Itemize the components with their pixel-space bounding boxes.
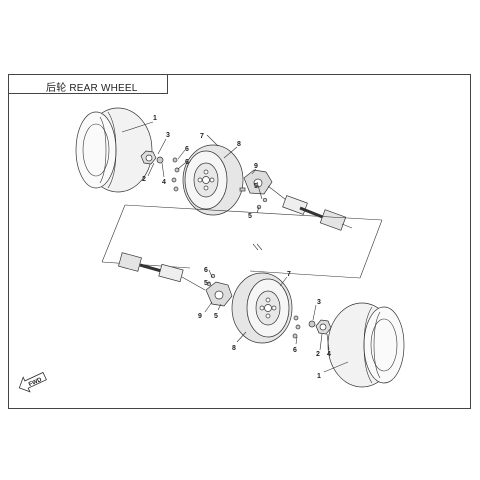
callout-lower-nut: 3	[317, 299, 321, 306]
callout-upper-bolt-b: 5	[248, 213, 252, 220]
callout-lower-washer-b: 4	[327, 351, 331, 358]
forward-label: FWD	[28, 377, 44, 388]
callout-lower-rim: 8	[232, 345, 236, 352]
callout-lower-bolt-a: 6	[204, 267, 208, 274]
callout-upper-hub-nut: 2	[142, 176, 146, 183]
callout-lower-hub: 9	[198, 313, 202, 320]
lower-leader-lines	[204, 269, 349, 373]
upper-lug-nuts	[171, 157, 180, 192]
connector-lines	[101, 204, 383, 279]
callout-upper-washer: 4	[162, 179, 166, 186]
title-chinese: 后轮	[46, 83, 67, 94]
callout-upper-bolt-a: 5	[254, 183, 258, 190]
upper-leader-lines	[121, 121, 263, 214]
diagram-title: 后轮 REAR WHEEL	[46, 79, 138, 94]
callout-upper-valve: 7	[200, 133, 204, 140]
upper-callouts: 1 3 2 4 7 6 6 9 5 5 8	[142, 115, 258, 220]
callout-lower-tire: 1	[317, 373, 321, 380]
lower-wheel-hub	[205, 273, 233, 307]
lower-lug-nuts	[292, 315, 301, 339]
callout-upper-rim: 8	[237, 141, 241, 148]
upper-tire	[75, 107, 153, 193]
lower-tire	[327, 302, 405, 388]
callout-upper-nut: 3	[166, 132, 170, 139]
callout-lower-valve: 7	[287, 271, 291, 278]
title-english: REAR WHEEL	[69, 83, 138, 94]
upper-rim	[182, 144, 244, 216]
lower-rim	[231, 272, 293, 344]
callout-lower-lug: 6	[293, 347, 297, 354]
callout-upper-lug-a: 6	[185, 146, 189, 153]
callout-lower-bolt-b: 5	[204, 280, 208, 287]
forward-arrow-icon: FWD	[18, 371, 47, 393]
callout-upper-tire: 1	[153, 115, 157, 122]
diagram-frame	[8, 74, 471, 409]
callout-lower-washer: 5	[214, 313, 218, 320]
callout-upper-lug-b: 6	[185, 159, 189, 166]
upper-hub-nut	[140, 150, 164, 165]
lower-hub-nut	[308, 319, 332, 335]
lower-drive-shaft	[118, 252, 206, 291]
lower-callouts: 7 6 5 9 5 8 3 6 2 4 1	[198, 267, 331, 380]
title-box	[8, 74, 168, 94]
callout-lower-hub-nut: 2	[316, 351, 320, 358]
callout-upper-hub: 9	[254, 163, 258, 170]
upper-drive-shaft	[267, 185, 353, 231]
